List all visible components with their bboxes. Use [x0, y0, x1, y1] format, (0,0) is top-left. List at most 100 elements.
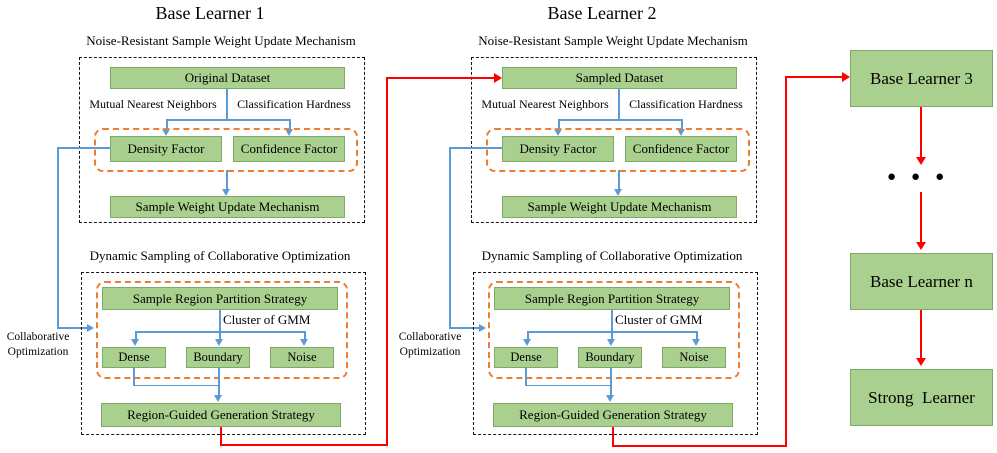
sample-region-partition-box: Sample Region Partition Strategy	[494, 287, 730, 310]
region-guided-generation-box: Region-Guided Generation Strategy	[101, 403, 341, 427]
connector-line	[226, 89, 228, 119]
connector-line	[135, 331, 137, 340]
feedback-line	[449, 147, 451, 329]
ellipsis-dots: ●●●	[887, 169, 960, 185]
red-arrowhead-down-icon	[916, 242, 926, 250]
noise-resistant-section-label: Noise-Resistant Sample Weight Update Mec…	[86, 33, 356, 48]
panel-title: Base Learner 1	[155, 3, 265, 23]
noise-box: Noise	[662, 347, 726, 368]
connector-line	[681, 119, 683, 129]
connector-line	[219, 310, 221, 331]
density-factor-box: Density Factor	[502, 136, 614, 162]
red-connector-line	[220, 444, 388, 446]
connector-line	[559, 119, 683, 121]
base-learner-n-box: Base Learner n	[850, 253, 993, 310]
red-connector-line	[220, 427, 222, 446]
arrowhead-down-icon	[222, 189, 230, 196]
boundary-box: Boundary	[186, 347, 250, 368]
connector-line	[167, 119, 291, 121]
sample-weight-update-box: Sample Weight Update Mechanism	[502, 196, 737, 218]
red-connector-line	[920, 310, 922, 359]
red-arrowhead-down-icon	[916, 157, 926, 165]
red-arrowhead-down-icon	[916, 358, 926, 366]
dataset-box: Original Dataset	[110, 67, 345, 89]
density-factor-box: Density Factor	[110, 136, 222, 162]
red-connector-line	[612, 427, 614, 447]
dynamic-sampling-section-box	[473, 272, 758, 435]
connector-line	[525, 384, 611, 386]
mutual-nearest-neighbors-label: Mutual Nearest Neighbors	[481, 97, 609, 111]
arrowhead-down-icon	[285, 129, 293, 136]
collaborative-optimization-line1: Collaborative	[6, 331, 70, 343]
connector-line	[618, 170, 620, 189]
connector-line	[166, 119, 168, 129]
collaborative-optimization-line2: Optimization	[7, 345, 69, 358]
connector-line	[528, 331, 697, 333]
sampling-group-box	[96, 281, 348, 379]
arrowhead-down-icon	[607, 339, 615, 346]
connector-line	[226, 170, 228, 189]
noise-resistant-section-box	[471, 57, 757, 223]
boundary-box: Boundary	[578, 347, 642, 368]
arrowhead-down-icon	[162, 129, 170, 136]
arrowhead-down-icon	[300, 339, 308, 346]
arrowhead-down-icon	[131, 339, 139, 346]
red-arrowhead-right-icon	[842, 72, 850, 82]
feedback-line	[57, 147, 59, 329]
cluster-of-gmm-label: Cluster of GMM	[223, 312, 311, 327]
arrowhead-down-icon	[215, 339, 223, 346]
red-connector-line	[920, 107, 922, 158]
dataset-box: Sampled Dataset	[502, 67, 737, 89]
dynamic-sampling-section-label: Dynamic Sampling of Collaborative Optimi…	[89, 248, 351, 263]
connector-line	[133, 384, 219, 386]
connector-line	[218, 368, 220, 395]
noise-resistant-section-label: Noise-Resistant Sample Weight Update Mec…	[478, 33, 748, 48]
dynamic-sampling-section-label: Dynamic Sampling of Collaborative Optimi…	[481, 248, 743, 263]
arrowhead-down-icon	[214, 395, 222, 402]
connector-line	[525, 368, 527, 386]
mutual-nearest-neighbors-label: Mutual Nearest Neighbors	[89, 97, 217, 111]
base-learner-3-box: Base Learner 3	[850, 50, 993, 107]
connector-line	[289, 119, 291, 129]
confidence-factor-box: Confidence Factor	[233, 136, 345, 162]
connector-line	[611, 310, 613, 331]
collaborative-optimization-label: Collaborative Optimization	[2, 330, 74, 359]
arrowhead-down-icon	[554, 129, 562, 136]
red-connector-line	[386, 77, 495, 79]
arrowhead-down-icon	[523, 339, 531, 346]
arrowhead-right-icon	[479, 323, 486, 332]
arrowhead-down-icon	[606, 395, 614, 402]
red-connector-line	[386, 77, 388, 446]
connector-line	[136, 331, 305, 333]
sampling-group-box	[488, 281, 740, 379]
connector-line	[558, 119, 560, 129]
strong-learner-box: Strong Learner	[850, 369, 993, 426]
red-connector-line	[612, 445, 787, 447]
dense-box: Dense	[102, 347, 166, 368]
dense-box: Dense	[494, 347, 558, 368]
connector-line	[610, 368, 612, 395]
classification-hardness-label: Classification Hardness	[629, 97, 743, 111]
red-connector-line	[920, 192, 922, 243]
collaborative-optimization-label: Collaborative Optimization	[394, 330, 466, 359]
dynamic-sampling-section-box	[81, 272, 366, 435]
feedback-line	[449, 327, 479, 329]
feedback-line	[57, 327, 87, 329]
arrowhead-right-icon	[87, 323, 94, 332]
noise-resistant-section-box	[79, 57, 365, 223]
red-connector-line	[785, 76, 843, 78]
connector-line	[527, 331, 529, 340]
connector-line	[304, 331, 306, 340]
red-connector-line	[785, 76, 787, 447]
arrowhead-down-icon	[677, 129, 685, 136]
sample-weight-update-box: Sample Weight Update Mechanism	[110, 196, 345, 218]
connector-line	[696, 331, 698, 340]
cluster-of-gmm-label: Cluster of GMM	[615, 312, 703, 327]
red-arrowhead-right-icon	[494, 73, 502, 83]
collaborative-optimization-line2: Optimization	[399, 345, 461, 358]
connector-line	[611, 331, 613, 340]
arrowhead-down-icon	[614, 189, 622, 196]
feedback-line	[57, 147, 110, 149]
arrowhead-down-icon	[692, 339, 700, 346]
